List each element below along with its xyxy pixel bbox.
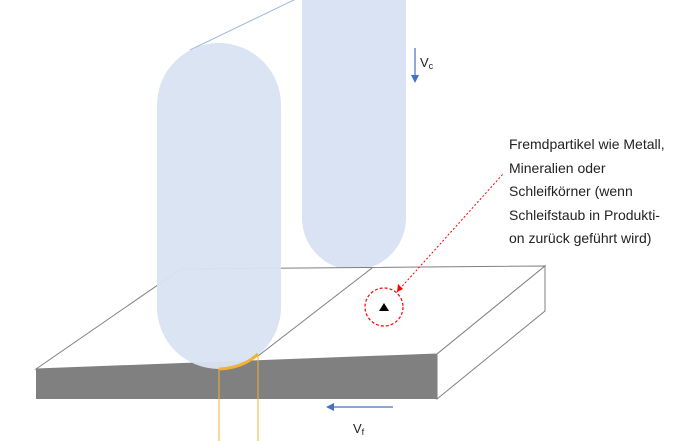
callout-line: Schleifkörner (wenn bbox=[509, 183, 633, 199]
grinding-disc-back bbox=[302, 0, 406, 270]
vf-label-main: V bbox=[353, 421, 362, 436]
vc-label-main: V bbox=[420, 55, 429, 70]
particle-callout-text: Fremdpartikel wie Metall, Mineralien ode… bbox=[509, 133, 694, 251]
vc-label-sub: c bbox=[428, 61, 434, 71]
vc-arrow-head bbox=[411, 75, 419, 83]
particle-triangle-icon bbox=[379, 303, 389, 311]
vf-label: Vf bbox=[353, 421, 364, 437]
workpiece-side-face bbox=[436, 264, 546, 401]
vc-label: Vc bbox=[420, 55, 433, 71]
vf-label-sub: f bbox=[361, 427, 365, 437]
contact-zone-arc bbox=[218, 352, 260, 371]
grinding-disc-front bbox=[157, 43, 281, 369]
workpiece-front-face bbox=[36, 354, 437, 399]
callout-leader-line bbox=[396, 173, 504, 293]
vf-arrow-head bbox=[326, 403, 334, 411]
particle-circle bbox=[364, 287, 404, 327]
callout-line: Mineralien oder bbox=[509, 159, 606, 176]
disc-guide-line bbox=[189, 0, 295, 51]
ground-track-line bbox=[257, 267, 373, 357]
callout-line: on zurück geführt wird) bbox=[509, 230, 652, 246]
callout-leader-arrowhead bbox=[397, 284, 403, 292]
callout-line: Fremdpartikel wie Metall, bbox=[509, 136, 665, 152]
callout-line: Schleifstaub in Produkti- bbox=[509, 206, 660, 223]
